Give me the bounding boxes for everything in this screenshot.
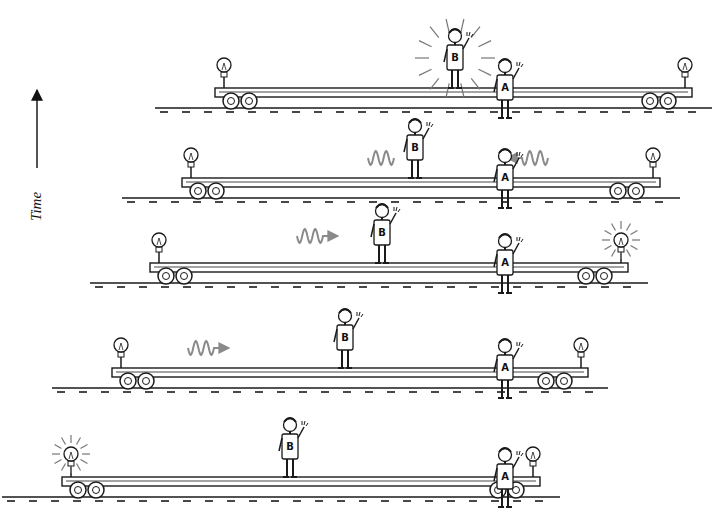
observer-letter: A	[501, 173, 509, 183]
observer-letter: B	[341, 333, 349, 343]
observer-letter: B	[411, 143, 419, 153]
person-figure	[494, 234, 523, 293]
person-figure	[415, 19, 495, 97]
observer-letter: B	[286, 442, 294, 452]
time-frame	[2, 418, 560, 507]
time-frame	[52, 309, 608, 398]
observer-letter: A	[501, 363, 509, 373]
person-figure	[494, 448, 523, 507]
person-figure	[494, 59, 523, 118]
observer-letter: A	[501, 472, 509, 482]
observer-letter: B	[451, 53, 459, 63]
time-frame	[155, 19, 712, 118]
observer-letter: A	[501, 83, 509, 93]
person-figure	[371, 204, 400, 263]
time-frame	[122, 119, 680, 208]
time-label: Time	[30, 191, 45, 220]
person-figure	[494, 149, 523, 208]
observer-letter: B	[378, 228, 386, 238]
time-frame	[90, 204, 648, 293]
time-arrow	[36, 90, 38, 168]
person-figure	[279, 418, 308, 477]
observer-letter: A	[501, 258, 509, 268]
person-figure	[494, 339, 523, 398]
person-figure	[404, 119, 433, 178]
person-figure	[334, 309, 363, 368]
